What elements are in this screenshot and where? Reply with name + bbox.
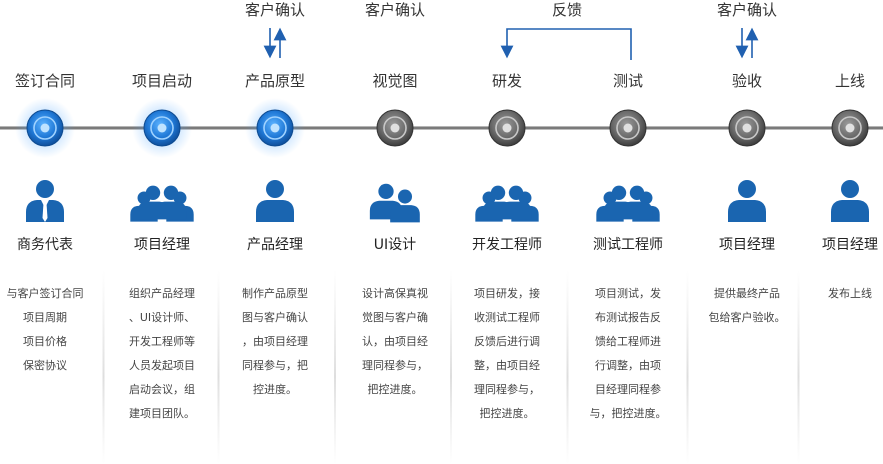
- description-line: 人员发起项目: [129, 359, 195, 372]
- description-line: 收测试工程师: [474, 311, 540, 324]
- column-divider: [566, 270, 569, 464]
- top-note-confirm-3: 客户确认: [716, 1, 778, 19]
- role-label: 产品经理: [247, 237, 303, 253]
- stage-node: [376, 109, 414, 147]
- column-divider: [686, 270, 689, 464]
- description-line: 组织产品经理: [129, 287, 195, 300]
- stage-node: [132, 98, 192, 158]
- stage-node: [831, 109, 869, 147]
- single-person-icon: [831, 180, 869, 222]
- stage-description: 提供最终产品包给客户验收。: [692, 282, 802, 330]
- stage-label: 视觉图: [372, 72, 418, 90]
- description-line: 行调整，由项: [595, 359, 661, 372]
- stage-description: 制作产品原型图与客户确认 ，由项目经理同程参与，把控进度。: [220, 282, 330, 402]
- description-line: 项目研发，接: [474, 287, 540, 300]
- column-divider: [797, 270, 800, 464]
- stage-label: 上线: [834, 72, 866, 90]
- role-label: 商务代表: [17, 237, 73, 253]
- description-line: 启动会议，组: [129, 383, 195, 396]
- arrow-icon: [263, 27, 287, 59]
- description-line: 项目价格: [23, 335, 67, 348]
- role-label: 项目经理: [822, 237, 878, 253]
- stage-node: [245, 98, 305, 158]
- stage-node: [488, 109, 526, 147]
- stage-label: 签订合同: [14, 72, 76, 90]
- description-line: 把控进度。: [479, 407, 535, 420]
- group-icon: [596, 185, 660, 222]
- description-line: ，由项目经理: [242, 335, 308, 348]
- description-line: 项目测试，发: [595, 287, 661, 300]
- description-line: 提供最终产品: [714, 287, 780, 300]
- role-label: UI设计: [373, 237, 417, 253]
- top-note-feedback: 反馈: [551, 1, 583, 19]
- description-line: 整，由项目经: [474, 359, 540, 372]
- column-divider: [334, 270, 336, 464]
- description-line: 反馈后进行调: [474, 335, 540, 348]
- stage-node: [728, 109, 766, 147]
- stage-description: 项目测试，发布测试报告反馈给工程师进行调整，由项目经理同程参与，把控进度。: [573, 282, 683, 426]
- description-line: 保密协议: [23, 359, 67, 372]
- description-line: 包给客户验收。: [708, 311, 786, 324]
- description-line: 与客户签订合同: [6, 287, 84, 300]
- stage-description: 组织产品经理、UI设计师、开发工程师等人员发起项目启动会议，组建项目团队。: [107, 282, 217, 426]
- column-divider: [450, 270, 452, 464]
- role-label: 开发工程师: [472, 237, 542, 253]
- stage-description: 发布上线: [795, 282, 883, 306]
- description-line: 同程参与，把: [242, 359, 308, 372]
- single-person-tie-icon: [26, 180, 64, 222]
- stage-description: 设计高保真视觉图与客户确认，由项目经理同程参与， 把控进度。: [340, 282, 450, 402]
- description-line: 目经理同程参: [595, 383, 661, 396]
- description-line: 、UI设计师、: [128, 311, 196, 324]
- group-icon: [130, 185, 194, 222]
- description-line: 布测试报告反: [595, 311, 661, 324]
- description-line: 认，由项目经: [362, 335, 428, 348]
- group-icon: [475, 185, 539, 222]
- stage-label: 项目启动: [131, 72, 193, 90]
- stage-label: 产品原型: [244, 72, 306, 90]
- stage-label: 测试: [612, 72, 644, 90]
- description-line: 馈给工程师进: [595, 335, 661, 348]
- description-line: 制作产品原型: [242, 287, 308, 300]
- description-line: 把控进度。: [367, 383, 423, 396]
- stage-label: 验收: [731, 72, 763, 90]
- pair-icon: [369, 183, 420, 223]
- stage-node: [15, 98, 75, 158]
- role-label: 项目经理: [134, 237, 190, 253]
- description-line: 理同程参与，: [362, 359, 428, 372]
- role-label: 项目经理: [719, 237, 775, 253]
- arrow-icon: [735, 27, 759, 59]
- single-person-icon: [728, 180, 766, 222]
- stage-description: 项目研发，接收测试工程师反馈后进行调整，由项目经理同程参与， 把控进度。: [452, 282, 562, 426]
- description-line: 控进度。: [253, 383, 297, 396]
- description-line: 觉图与客户确: [362, 311, 428, 324]
- description-line: 建项目团队。: [129, 407, 195, 420]
- stage-description: 与客户签订合同项目周期项目价格保密协议: [0, 282, 100, 378]
- role-label: 测试工程师: [593, 237, 663, 253]
- description-line: 项目周期: [23, 311, 67, 324]
- description-line: 发布上线: [828, 287, 872, 300]
- column-divider: [217, 270, 220, 464]
- arrow-icon: [500, 28, 632, 60]
- top-note-confirm-1: 客户确认: [244, 1, 306, 19]
- stage-node: [609, 109, 647, 147]
- column-divider: [102, 270, 105, 464]
- description-line: 开发工程师等: [129, 335, 195, 348]
- stage-label: 研发: [491, 72, 523, 90]
- description-line: 与，把控进度。: [589, 407, 667, 420]
- description-line: 设计高保真视: [362, 287, 428, 300]
- single-person-icon: [256, 180, 294, 222]
- top-note-confirm-2: 客户确认: [364, 1, 426, 19]
- description-line: 理同程参与，: [474, 383, 540, 396]
- description-line: 图与客户确认: [242, 311, 308, 324]
